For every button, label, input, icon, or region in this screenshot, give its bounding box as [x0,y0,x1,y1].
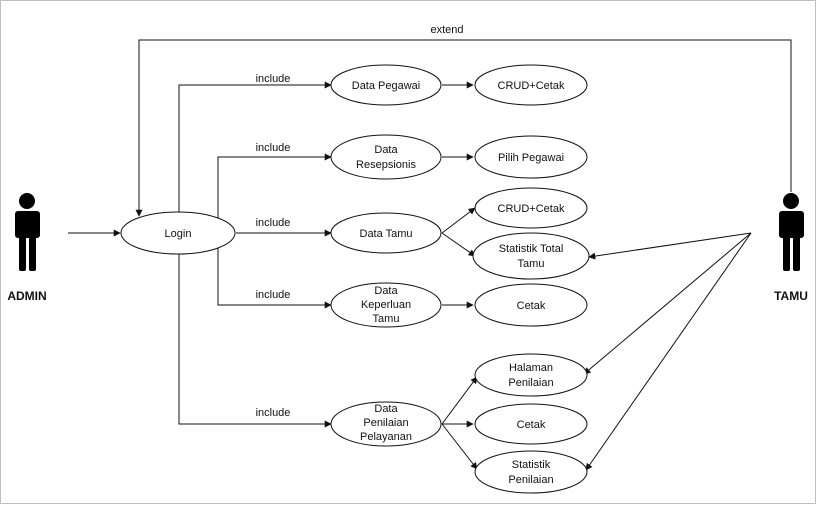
include-label-pegawai: include [256,73,291,85]
use-case-label: Cetak [517,419,546,431]
use-case-label: Data Pegawai [352,80,421,92]
use-case-label: Resepsionis [356,159,416,171]
use-case-label: CRUD+Cetak [498,203,565,215]
penilaian-statistik-edge [441,423,478,470]
use-case-data-penilaian-pelayanan: Data Penilaian Pelayanan [330,401,442,447]
use-case-label: Data [374,144,398,156]
tamu-statistik-total-edge [588,232,752,260]
use-case-label: Login [165,228,192,240]
use-case-label: Data [374,285,398,297]
use-case-label: Statistik Total [499,243,564,255]
use-case-halaman-penilaian: Halaman Penilaian [474,353,588,397]
use-case-label: Penilaian [508,377,553,389]
actor-admin: ADMIN [7,193,47,303]
use-case-label: Halaman [509,362,553,374]
use-case-label: Data [374,403,398,415]
tamu-statistik-edge [441,232,476,257]
use-case-statistik-total-tamu: Statistik Total Tamu [472,232,590,280]
use-case-login: Login [120,211,236,255]
person-icon [779,193,804,271]
penilaian-halaman-edge [441,376,478,425]
use-case-label: Tamu [373,313,400,325]
tamu-statistik-penilaian-edge [585,232,752,471]
include-label-keperluan: include [256,289,291,301]
login-data-keperluan-edge [217,247,332,309]
use-case-label: Pelayanan [360,431,412,443]
include-label-resepsionis: include [256,142,291,154]
use-case-pilih-pegawai: Pilih Pegawai [474,135,588,179]
actor-label: ADMIN [7,289,46,303]
use-case-label: Pilih Pegawai [498,152,564,164]
use-case-label: Cetak [517,300,546,312]
use-case-statistik-penilaian: Statistik Penilaian [474,450,588,494]
extend-edge [135,39,792,217]
tamu-crud-edge [441,207,476,234]
login-data-penilaian-edge [178,253,332,428]
use-case-crud-cetak-pegawai: CRUD+Cetak [474,64,588,106]
use-case-crud-cetak-tamu: CRUD+Cetak [474,187,588,229]
use-case-data-tamu: Data Tamu [330,212,442,254]
include-label-penilaian: include [256,407,291,419]
use-case-cetak-penilaian: Cetak [474,403,588,445]
use-case-label: Keperluan [361,299,411,311]
use-case-label: Penilaian [363,417,408,429]
use-case-label: Tamu [518,258,545,270]
use-case-data-keperluan-tamu: Data Keperluan Tamu [330,282,442,328]
actor-tamu: TAMU [774,193,808,303]
login-data-pegawai-edge [178,81,332,213]
use-case-label: CRUD+Cetak [498,80,565,92]
use-case-label: Data Tamu [360,228,413,240]
tamu-halaman-penilaian-edge [583,232,752,375]
extend-label: extend [430,24,463,36]
login-data-resepsionis-edge [217,153,332,219]
person-icon [15,193,40,271]
use-case-label: Penilaian [508,474,553,486]
include-label-tamu: include [256,217,291,229]
use-case-cetak-keperluan: Cetak [474,283,588,327]
use-case-data-resepsionis: Data Resepsionis [330,134,442,180]
use-case-data-pegawai: Data Pegawai [330,64,442,106]
actor-label: TAMU [774,289,808,303]
use-case-label: Statistik [512,459,551,471]
